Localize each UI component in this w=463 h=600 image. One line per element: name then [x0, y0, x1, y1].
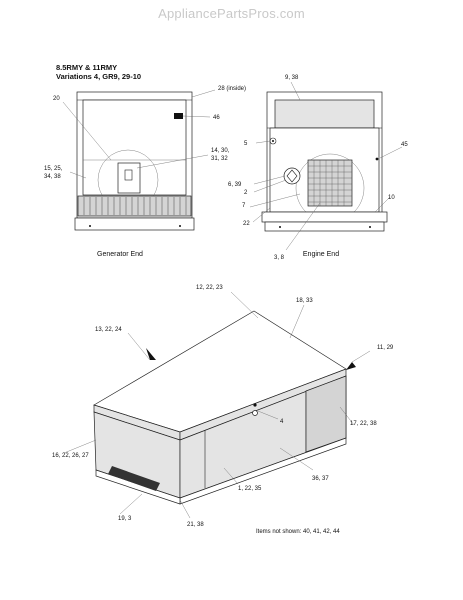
callout-36-37: 36, 37	[312, 476, 329, 482]
callout-28: 28 (inside)	[218, 86, 246, 92]
callout-9-38: 9, 38	[285, 75, 299, 81]
callout-34-38: 34, 38	[44, 174, 61, 180]
callout-1-22-35: 1, 22, 35	[238, 486, 262, 492]
callout-17-22-38: 17, 22, 38	[350, 421, 377, 427]
callout-11-29: 11, 29	[377, 345, 394, 351]
callout-10: 10	[388, 195, 395, 201]
callout-2: 2	[244, 190, 248, 196]
callout-45: 45	[401, 142, 408, 148]
callout-20: 20	[53, 96, 60, 102]
callout-5: 5	[244, 141, 248, 147]
items-not-shown-note: Items not shown: 40, 41, 42, 44	[256, 529, 340, 535]
engine-end-caption: Engine End	[303, 251, 339, 258]
callout-4: 4	[280, 419, 284, 425]
engine-end-view	[249, 81, 403, 251]
callout-3-8: 3, 8	[274, 255, 285, 261]
callout-14-30: 14, 30,	[211, 148, 230, 154]
callout-22: 22	[243, 221, 250, 227]
callout-18-33: 18, 33	[296, 298, 313, 304]
callout-21-38: 21, 38	[187, 522, 204, 528]
watermark: AppliancePartsPros.com	[158, 6, 305, 21]
enclosure-isometric-view	[63, 291, 371, 519]
callout-7: 7	[242, 203, 246, 209]
variations-title: Variations 4, GR9, 29-10	[56, 72, 142, 81]
arrow-engine-end	[346, 362, 356, 370]
generator-end-caption: Generator End	[97, 251, 143, 258]
arrow-left-end	[146, 348, 156, 360]
callout-19-3: 19, 3	[118, 516, 132, 522]
callout-46: 46	[213, 115, 220, 121]
callout-31-32: 31, 32	[211, 156, 228, 162]
callout-12-22-23: 12, 22, 23	[196, 285, 223, 291]
model-title: 8.5RMY & 11RMY	[56, 63, 118, 72]
callout-13-22-24: 13, 22, 24	[95, 327, 122, 333]
callout-6-39: 6, 39	[228, 182, 242, 188]
callout-15-25: 15, 25,	[44, 166, 63, 172]
callout-16-22-26-27: 16, 22, 26, 27	[52, 453, 89, 459]
generator-end-view	[62, 89, 216, 231]
